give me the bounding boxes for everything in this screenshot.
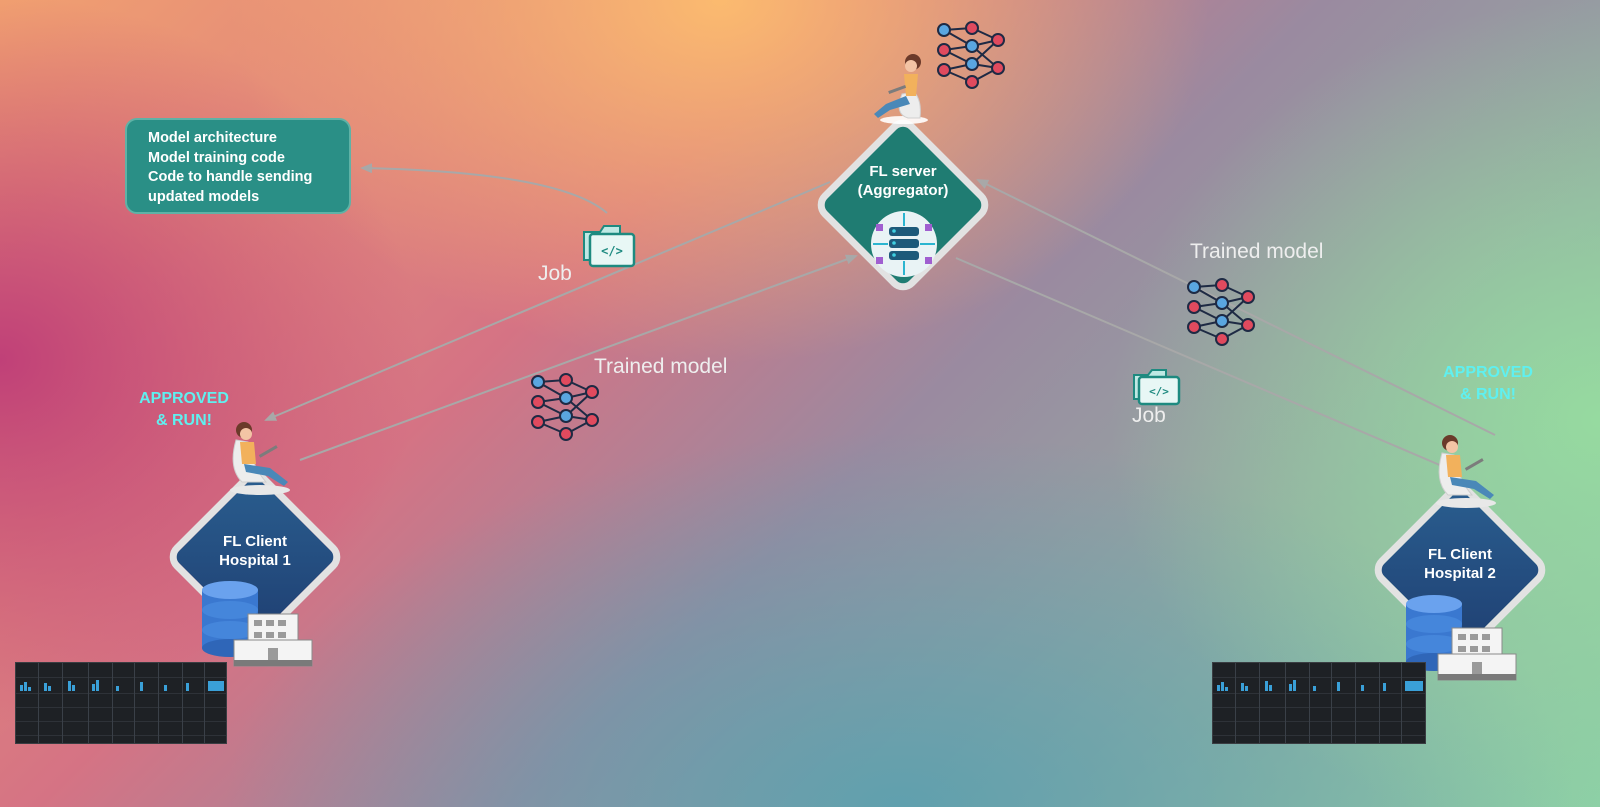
client1-status-line2: & RUN! [156,412,212,429]
client2-status-line2: & RUN! [1460,386,1516,403]
job-label-left: Job [538,262,572,285]
person-laptop-icon [230,422,290,495]
client1-status-line1: APPROVED [139,390,229,407]
arrow-server-to-client1 [264,181,831,421]
arrow-job-to-info [360,163,608,214]
trained-model-label-right: Trained model [1190,240,1324,263]
client1-title-line1: FL Client [223,533,287,550]
person-laptop-icon [874,54,928,124]
server-title: FL server (Aggregator) [838,162,968,200]
info-line-2: Model training code [148,149,285,166]
client2-approved-status: APPROVED & RUN! [1432,362,1544,406]
client2-status-line1: APPROVED [1443,364,1533,381]
neural-network-icon [937,21,1005,89]
svg-text:</>: </> [1149,385,1169,398]
database-icon [1406,595,1462,671]
info-line-4: updated models [148,188,260,205]
data-table-thumbnail [15,662,227,744]
client2-title: FL Client Hospital 2 [1395,545,1525,583]
neural-network-icon [1187,278,1255,346]
data-table-thumbnail [1212,662,1426,744]
hospital-building-icon [233,613,313,667]
svg-text:</>: </> [601,244,623,258]
client1-title: FL Client Hospital 1 [190,532,320,570]
info-line-3: Code to handle sending [148,169,313,185]
hospital-building-icon [1437,627,1517,681]
server-title-line2: (Aggregator) [857,182,949,199]
client1-approved-status: APPROVED & RUN! [128,388,240,432]
trained-model-label-left: Trained model [594,355,728,378]
server-title-line1: FL server [869,163,937,180]
neural-network-icon [531,373,599,441]
server-chip-icon [871,211,937,277]
arrow-server-to-client2 [955,257,1458,473]
person-laptop-icon [1436,435,1496,508]
arrow-client1-to-server [299,254,858,461]
client2-title-line1: FL Client [1428,546,1492,563]
code-folder-icon: </> [1133,369,1181,406]
info-line-1: Model architecture [148,130,277,146]
job-label-right: Job [1132,404,1166,427]
client2-title-line2: Hospital 2 [1424,565,1496,582]
job-contents-box: Model architecture Model training code C… [125,118,351,214]
client1-title-line2: Hospital 1 [219,552,291,569]
code-folder-icon: </> [583,225,636,268]
